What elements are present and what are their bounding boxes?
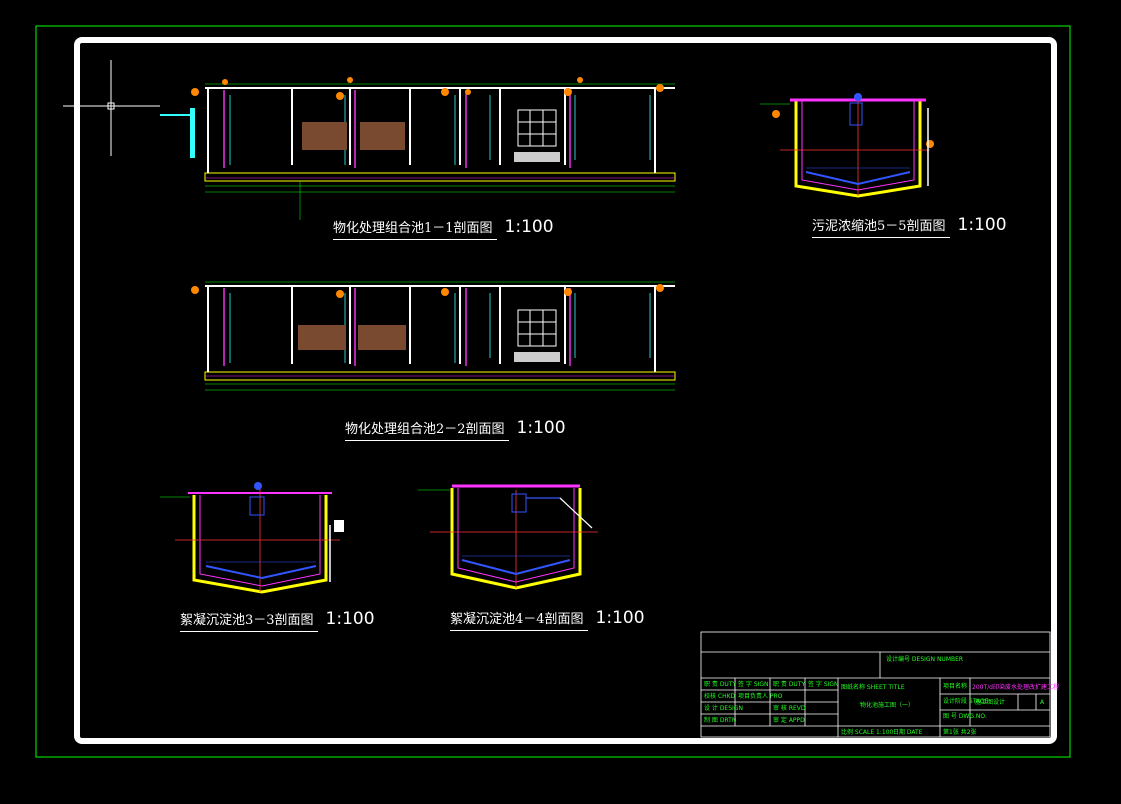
section-5-5-drawing — [760, 93, 934, 198]
caption-title: 物化处理组合池1－1剖面图 — [333, 221, 493, 236]
caption-underline — [180, 631, 318, 632]
tb-stage-label: 设计阶段 STAGE — [943, 698, 989, 705]
caption-section-2-2: 物化处理组合池2－2剖面图 1:100 — [345, 418, 566, 441]
tb-design-number: 设计编号 DESIGN NUMBER — [886, 656, 964, 663]
inner-white-frame — [74, 37, 1057, 744]
caption-title: 絮凝沉淀池4－4剖面图 — [450, 612, 584, 627]
section-1-1-drawing — [160, 77, 676, 220]
title-block — [700, 631, 1051, 738]
tb-sheet-title-label: 图纸名称 SHEET TITLE — [841, 684, 905, 691]
caption-title: 絮凝沉淀池3－3剖面图 — [180, 613, 314, 628]
tb-duty: 职 责 DUTY — [704, 681, 737, 688]
tb-sign-2: 签 字 SIGN — [808, 681, 839, 688]
tb-review: 审 核 REVD — [773, 705, 806, 712]
caption-scale: 1:100 — [516, 418, 566, 438]
tb-date: 日期 DATE — [893, 729, 923, 736]
tb-grade: A — [1040, 699, 1045, 706]
caption-scale: 1:100 — [595, 608, 645, 628]
tb-sheet-count: 第1张 共2张 — [943, 729, 977, 736]
outer-green-frame — [35, 25, 1071, 758]
tb-drawn: 制 图 DRTN — [704, 717, 737, 724]
section-4-4-drawing — [418, 484, 598, 590]
caption-title: 污泥浓缩池5－5剖面图 — [812, 219, 946, 234]
tb-checked: 校核 CHKD — [704, 693, 736, 700]
tb-duty-2: 职 责 DUTY — [773, 681, 806, 688]
caption-scale: 1:100 — [504, 217, 554, 237]
tb-project: 200T/d印染废水处理改扩建工程 — [972, 684, 1059, 691]
tb-sign: 签 字 SIGN — [738, 681, 769, 688]
tb-scale: 比例 SCALE 1:100 — [841, 729, 894, 736]
section-2-2-drawing — [191, 281, 676, 391]
caption-section-1-1: 物化处理组合池1－1剖面图 1:100 — [333, 217, 554, 240]
caption-section-5-5: 污泥浓缩池5－5剖面图 1:100 — [812, 215, 1007, 238]
tb-pro-lead: 项目负责人 PRO — [738, 693, 783, 700]
caption-underline — [812, 237, 950, 238]
tb-design: 设 计 DESIGN — [704, 705, 743, 712]
caption-title: 物化处理组合池2－2剖面图 — [345, 422, 505, 437]
tb-dwg-no-label: 图 号 DWG.NO. — [943, 713, 987, 720]
caption-underline — [345, 440, 509, 441]
section-3-3-drawing — [160, 482, 344, 594]
tb-approve: 审 定 APPD — [773, 717, 805, 724]
caption-section-4-4: 絮凝沉淀池4－4剖面图 1:100 — [450, 608, 645, 631]
caption-scale: 1:100 — [957, 215, 1007, 235]
caption-underline — [333, 239, 497, 240]
crosshair-cursor-icon — [63, 60, 160, 156]
tb-stage: 施工图设计 — [975, 699, 1006, 706]
caption-underline — [450, 630, 588, 631]
tb-project-label: 项目名称 — [943, 683, 968, 690]
caption-scale: 1:100 — [325, 609, 375, 629]
tb-sheet-title: 物化池施工图（一） — [860, 702, 915, 709]
caption-section-3-3: 絮凝沉淀池3－3剖面图 1:100 — [180, 609, 375, 632]
